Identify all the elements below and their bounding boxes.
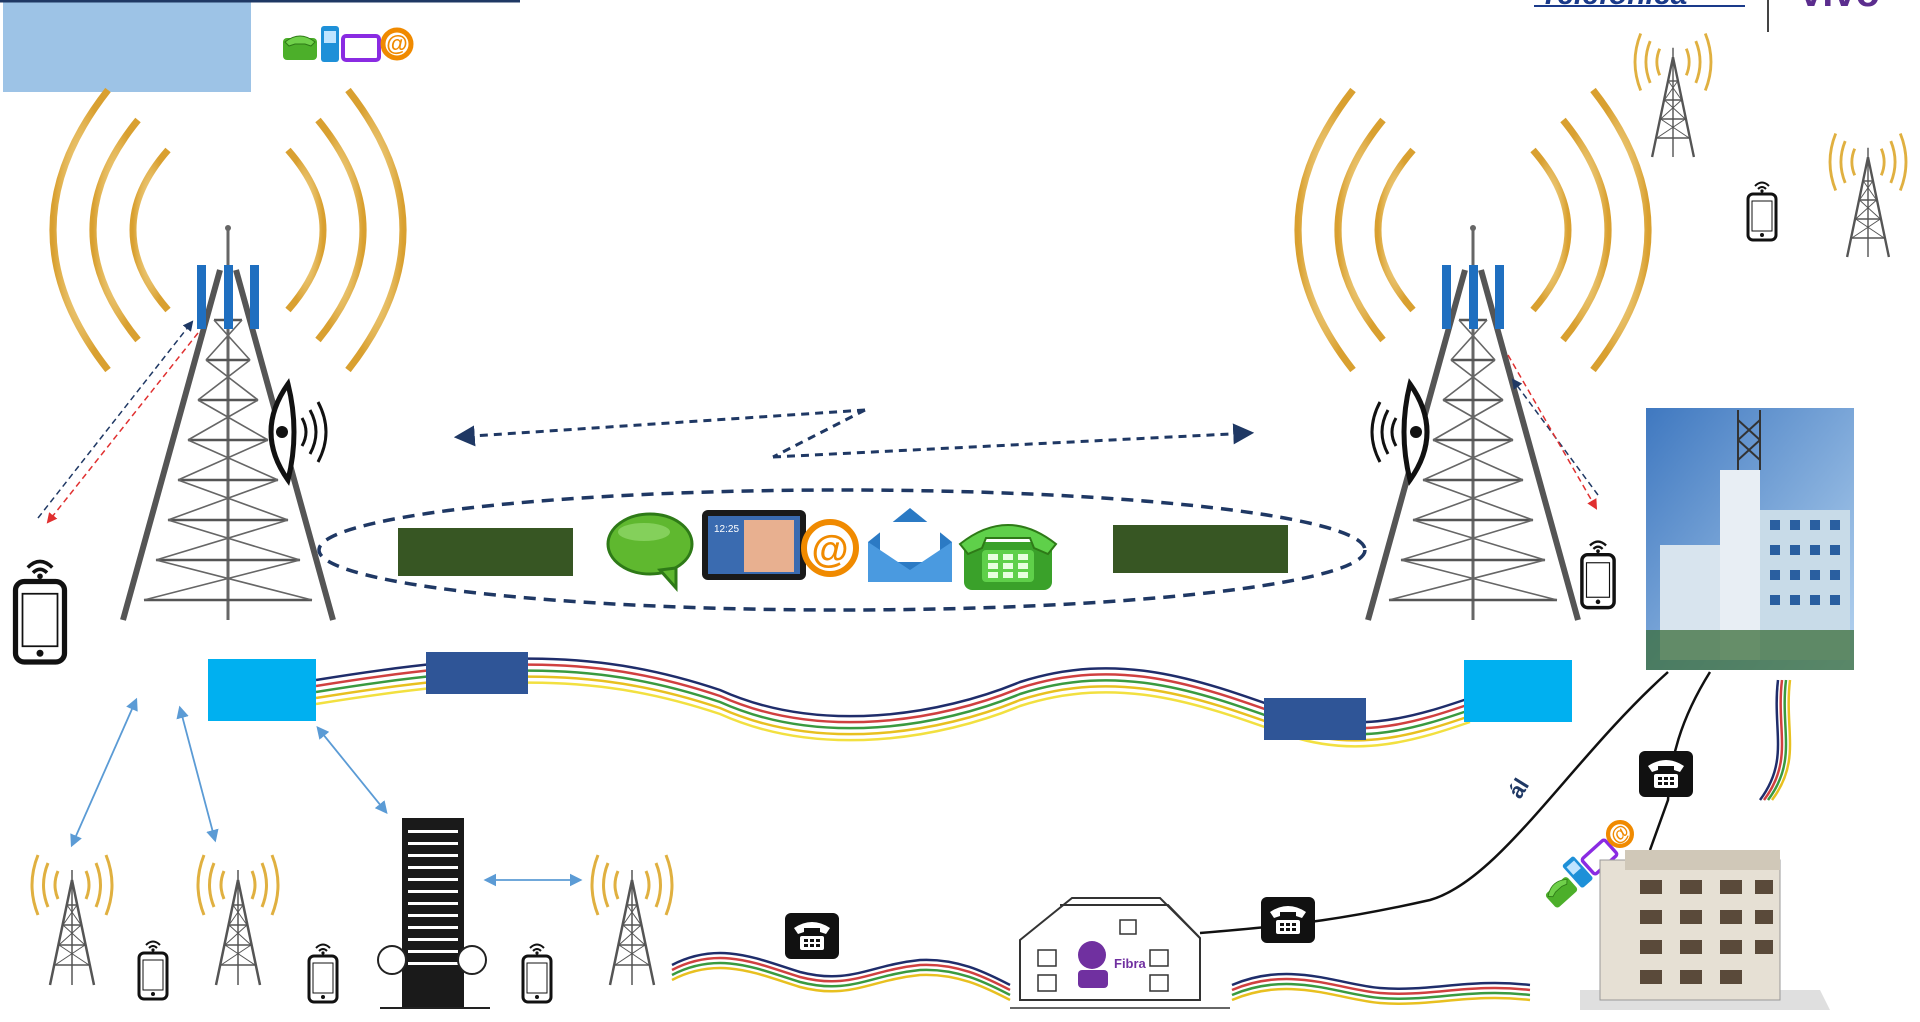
tower-icon	[123, 225, 333, 620]
tower-icon	[590, 853, 674, 987]
bottom-phone-3	[521, 943, 553, 1004]
smartphone-icon	[137, 940, 169, 1001]
smartphone-icon	[1746, 181, 1778, 242]
cable-caption: ál	[1503, 774, 1534, 803]
center-service-icons: 12:25 @	[606, 508, 1058, 592]
brand-right-logo: vivo	[1800, 0, 1880, 15]
tower-icon	[1368, 225, 1578, 620]
microwave-link	[453, 408, 1255, 459]
left-cyan-node	[208, 659, 316, 721]
telephone-icon	[1261, 897, 1315, 943]
right-mobile-phone	[1580, 539, 1616, 610]
left-downlink	[37, 320, 194, 519]
bottom-phone-box-2	[1261, 897, 1315, 943]
left-uplink	[46, 332, 199, 524]
phone-icon	[283, 26, 411, 62]
chat-bubble-icon	[606, 512, 694, 592]
tower-icon	[1633, 32, 1713, 159]
right-main-tower	[1298, 90, 1648, 620]
bottom-small-tower-2	[196, 853, 280, 987]
top-right-small-tower-2	[1828, 132, 1908, 259]
hq-phone-box	[1639, 751, 1693, 797]
tower-icon	[196, 853, 280, 987]
phone-icon	[958, 524, 1058, 590]
microwave-dish-icon	[1372, 384, 1427, 480]
smartphone-icon	[16, 561, 65, 662]
smartphone-icon	[521, 943, 553, 1004]
top-right-small-tower-1	[1633, 32, 1713, 159]
services-ellipse	[317, 488, 1367, 612]
left-label-box	[398, 528, 573, 576]
right-uplink	[1507, 354, 1598, 510]
header	[0, 0, 520, 92]
high-rise-building	[377, 818, 490, 1009]
mail-icon	[868, 508, 952, 582]
right-cyan-node	[1464, 660, 1572, 722]
fiber-house: Fibra	[1010, 897, 1230, 1009]
left-navy-node	[426, 652, 528, 694]
smartphone-icon	[1580, 539, 1616, 610]
smartphone-icon	[307, 943, 339, 1004]
bottom-phone-box-1	[785, 913, 839, 959]
svg-text:@: @	[811, 529, 848, 571]
top-right-phone	[1746, 181, 1778, 242]
left-main-tower	[53, 90, 403, 620]
left-microwave-dish	[271, 384, 326, 480]
left-mobile-phone	[16, 561, 65, 662]
svg-text:12:25: 12:25	[714, 524, 739, 535]
right-navy-node	[1264, 698, 1366, 740]
at-sign-icon: @	[801, 519, 859, 577]
fiber-house-tag: Fibra	[1114, 956, 1147, 971]
bottom-phone-2	[307, 943, 339, 1004]
right-label-box	[1113, 525, 1288, 573]
tower-icon	[1828, 132, 1908, 259]
header-service-icons	[283, 26, 411, 62]
hq-fiber-drop	[1758, 679, 1792, 801]
bottom-small-tower-3	[590, 853, 674, 987]
tablet-icon: 12:25	[702, 510, 806, 580]
office-building	[1580, 850, 1830, 1010]
headquarters-building	[1646, 408, 1854, 670]
tower-icon	[30, 853, 114, 987]
bottom-phone-1	[137, 940, 169, 1001]
header-box	[3, 0, 251, 92]
telephone-icon	[785, 913, 839, 959]
brand-logo: Telefônica vivo	[1534, 0, 1880, 32]
right-microwave-dish	[1372, 384, 1427, 480]
bottom-left-cable	[671, 951, 1011, 1002]
wireless-links	[70, 697, 583, 887]
telephone-icon	[1639, 751, 1693, 797]
bottom-small-tower-1	[30, 853, 114, 987]
microwave-dish-icon	[271, 384, 326, 480]
bottom-right-cable	[1231, 972, 1531, 1005]
